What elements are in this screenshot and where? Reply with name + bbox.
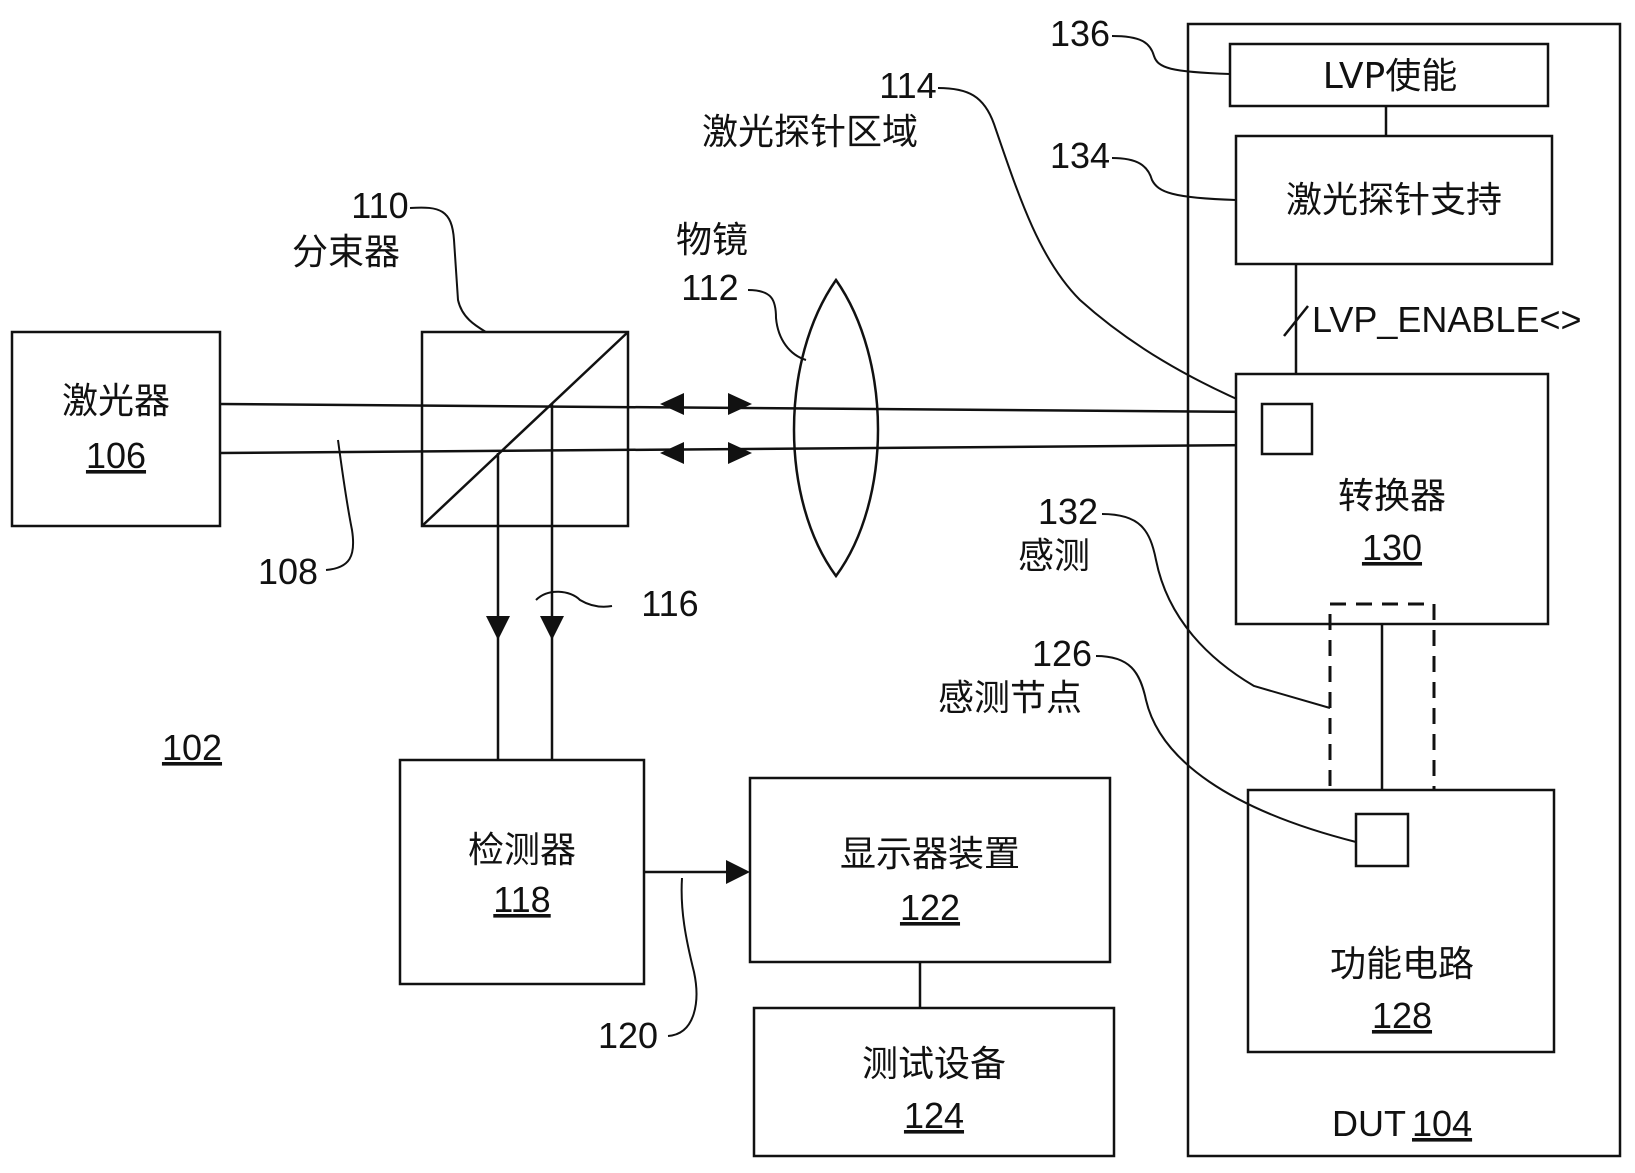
- beam-arrow-left-upper: [660, 393, 684, 415]
- laser-ref: 106: [86, 435, 146, 476]
- signal-ref: 120: [598, 1015, 658, 1056]
- objective-leader: [747, 289, 807, 361]
- detector-box: [398, 758, 646, 986]
- sense-ref: 132: [1038, 491, 1098, 532]
- beam-arrow-right-lower: [728, 442, 752, 464]
- enable-signal-label: LVP_ENABLE<>: [1312, 299, 1582, 340]
- beam-leader: [325, 439, 355, 571]
- return-beam-leader: [535, 590, 613, 608]
- display-label: 显示器装置: [840, 834, 1020, 875]
- return-beam-ref: 116: [641, 583, 698, 624]
- signal-leader: [667, 877, 698, 1037]
- objective-ref: 112: [681, 267, 738, 308]
- probe-target-overlay: [1260, 402, 1314, 456]
- splitter-label: 分束器: [292, 232, 400, 273]
- converter-label: 转换器: [1338, 476, 1446, 517]
- tester-ref: 124: [904, 1095, 964, 1136]
- sense-leader: [1101, 513, 1331, 709]
- lvp-enable-leader: [1111, 35, 1231, 75]
- beam-arrow-left-lower: [660, 442, 684, 464]
- laser-box: [10, 330, 222, 528]
- dut-label: DUT: [1332, 1103, 1406, 1144]
- tester-box: [752, 1006, 1116, 1158]
- functional-circuit-ref: 128: [1372, 995, 1432, 1036]
- probe-region-label: 激光探针区域: [702, 112, 918, 153]
- probe-support-ref: 134: [1050, 135, 1110, 176]
- lvp-enable-label: LVP使能: [1323, 56, 1457, 97]
- probe-support-leader: [1111, 157, 1237, 201]
- beam-arrow-right-upper: [728, 393, 752, 415]
- detector-to-display-arrow: [726, 860, 750, 884]
- objective-lens: [792, 277, 880, 579]
- detector-label: 检测器: [468, 830, 576, 871]
- converter-ref: 130: [1362, 527, 1422, 568]
- splitter-leader: [409, 206, 487, 333]
- display-ref: 122: [900, 887, 960, 928]
- sense-node-leader: [1095, 655, 1357, 843]
- tester-label: 测试设备: [862, 1044, 1006, 1085]
- functional-circuit-label: 功能电路: [1330, 944, 1474, 985]
- detector-ref: 118: [493, 879, 550, 920]
- display-box: [748, 776, 1112, 964]
- sense-label: 感测: [1018, 536, 1090, 577]
- sense-node-box: [1354, 812, 1410, 868]
- probe-support-box: [1234, 134, 1554, 266]
- laser-label: 激光器: [62, 381, 170, 422]
- lvp-enable-box: [1228, 42, 1550, 108]
- enable-bus-slash: [1283, 305, 1309, 337]
- return-arrow-right: [540, 616, 564, 640]
- lvp-enable-ref: 136: [1050, 13, 1110, 54]
- sense-node-ref: 126: [1032, 633, 1092, 674]
- objective-label: 物镜: [676, 220, 748, 261]
- beam-splitter-diagonal: [421, 331, 629, 527]
- sense-node-label: 感测节点: [938, 678, 1082, 719]
- probe-support-label: 激光探针支持: [1286, 180, 1502, 221]
- beam-ref: 108: [258, 551, 318, 592]
- return-arrow-left: [486, 616, 510, 640]
- dut-ref: 104: [1412, 1103, 1472, 1144]
- system-ref: 102: [162, 727, 222, 768]
- probe-region-leader: [937, 87, 1263, 411]
- splitter-ref: 110: [351, 185, 408, 226]
- probe-region-ref: 114: [879, 65, 936, 106]
